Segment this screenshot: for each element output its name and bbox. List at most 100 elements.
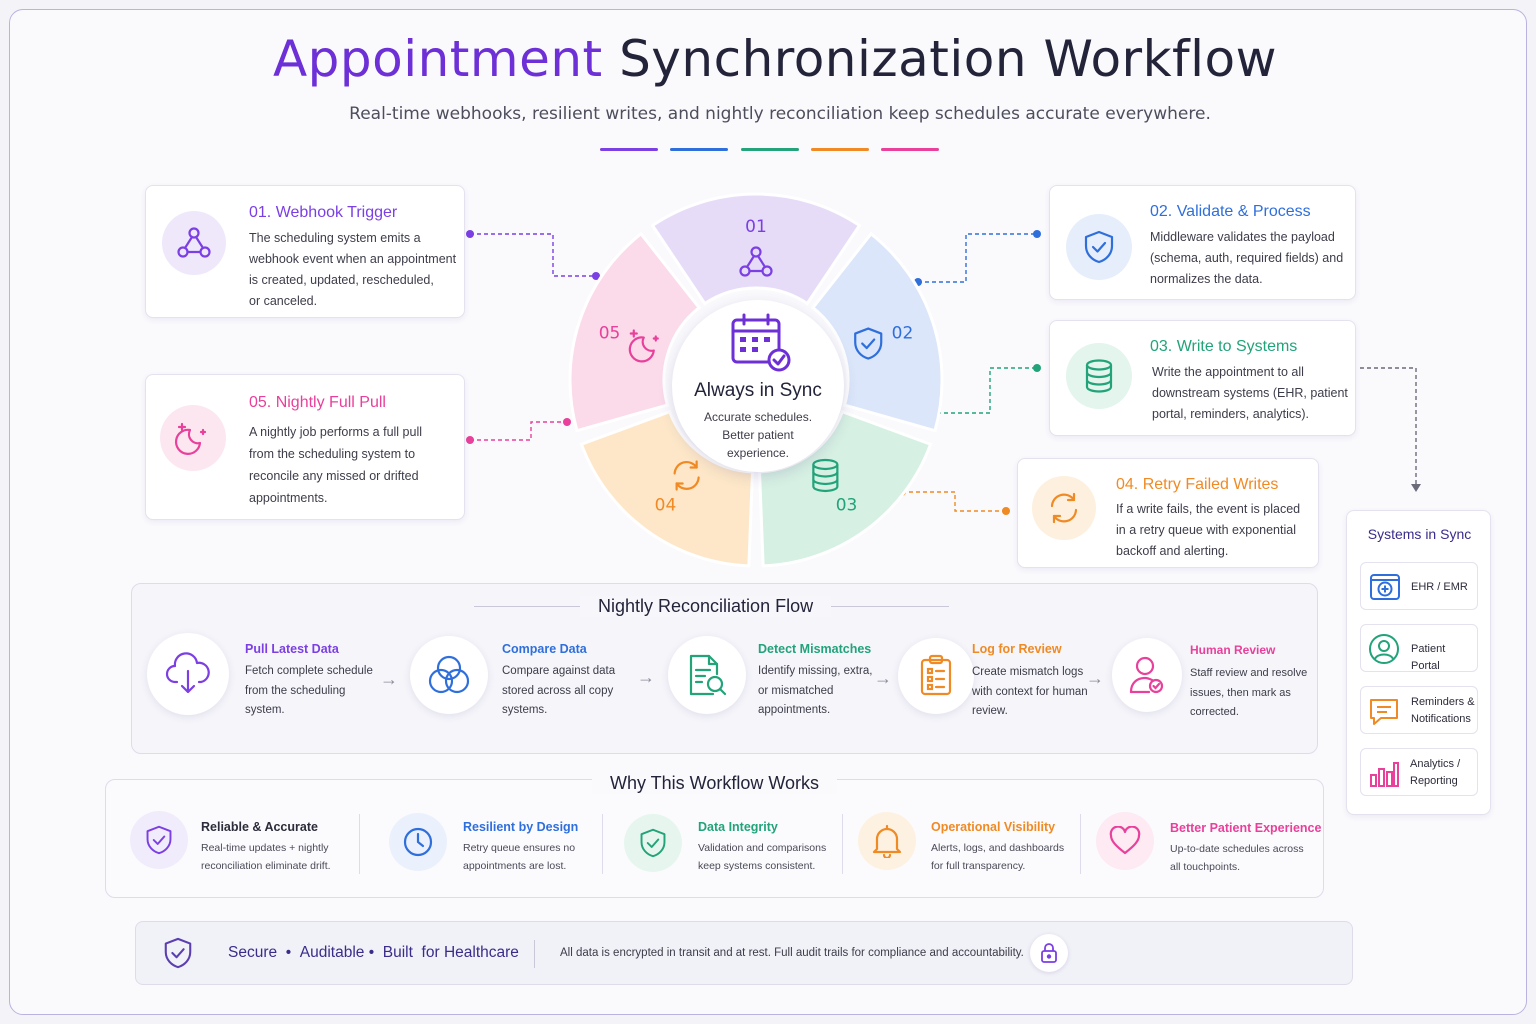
- why-item-title: Operational Visibility: [931, 820, 1056, 834]
- shield-check-icon: [1084, 230, 1114, 264]
- why-line: appointments are lost.: [463, 860, 567, 872]
- step-title: 03. Write to Systems: [1150, 338, 1298, 355]
- flow-icon-compare: [410, 636, 488, 714]
- why-line: reconciliation eliminate drift.: [201, 860, 331, 872]
- why-item-title: Better Patient Experience: [1170, 821, 1322, 835]
- step-icon-bg: [1066, 214, 1132, 280]
- why-icon-reliable: [130, 811, 188, 869]
- clock-icon: [403, 827, 433, 857]
- user-icon: [1369, 634, 1399, 664]
- chat-icon: [1370, 699, 1398, 725]
- flow-icon-review: [1112, 638, 1182, 712]
- refresh-icon: [1050, 492, 1078, 524]
- flow-line: or mismatched: [758, 684, 834, 697]
- flow-arrow: →: [874, 668, 892, 688]
- divider: [842, 814, 843, 874]
- flow-icon-log: [898, 638, 974, 714]
- step-line: normalizes the data.: [1150, 272, 1263, 286]
- flow-line: systems.: [502, 704, 548, 716]
- step-title: 04. Retry Failed Writes: [1116, 476, 1279, 493]
- step-line: reconcile any missed or drifted: [249, 469, 419, 483]
- moon-icon: [174, 422, 207, 455]
- flow-arrow: →: [637, 667, 655, 687]
- checklist-icon: [920, 654, 952, 696]
- step-line: Middleware validates the payload: [1150, 230, 1335, 244]
- step-line: or canceled.: [249, 294, 318, 308]
- tagline-part: Auditable: [299, 944, 365, 961]
- step-description: If a write fails, the event is placed in…: [1116, 499, 1300, 562]
- why-line: keep systems consistent.: [698, 860, 816, 872]
- flow-title: Compare Data: [502, 642, 587, 656]
- flow-title: Detect Mismatches: [758, 642, 872, 656]
- step-line: appointments.: [249, 491, 328, 505]
- document-search-icon: [689, 654, 727, 696]
- step-line: backoff and alerting.: [1116, 544, 1229, 558]
- system-label: Reminders & Notifications: [1411, 694, 1475, 728]
- step-line: A nightly job performs a full pull: [249, 425, 423, 439]
- step-line: downstream systems (EHR, patient: [1152, 386, 1348, 400]
- page-subtitle: Real-time webhooks, resilient writes, an…: [349, 104, 1211, 124]
- step-icon-bg: [160, 405, 226, 471]
- title-accent: Appointment: [272, 30, 603, 88]
- refresh-icon: [673, 460, 700, 491]
- tagline-part: Secure: [228, 944, 278, 961]
- flow-line: issues, then mark as: [1190, 686, 1291, 699]
- step-line: in a retry queue with exponential: [1116, 523, 1296, 537]
- system-ehr: EHR / EMR: [1360, 562, 1478, 610]
- shield-check-icon: [854, 327, 883, 360]
- step-description: Write the appointment to all downstream …: [1152, 362, 1348, 425]
- flow-line: Fetch complete schedule: [245, 665, 373, 677]
- system-label: Analytics / Reporting: [1410, 756, 1460, 790]
- flow-title: Pull Latest Data: [245, 642, 339, 656]
- reviewer-icon: [1129, 656, 1164, 694]
- step-card-retry: 04. Retry Failed Writes If a write fails…: [1017, 458, 1319, 568]
- center-hub: Always in Sync Accurate schedules. Bette…: [672, 300, 844, 472]
- step-title: 02. Validate & Process: [1150, 203, 1311, 220]
- ring-segment-number: 02: [892, 323, 914, 343]
- why-icon-resilient: [389, 813, 447, 871]
- page-title: Appointment Synchronization Workflow: [0, 30, 1536, 88]
- flow-line: corrected.: [1190, 706, 1239, 718]
- ring-segment-03: [757, 409, 933, 568]
- flow-line: from the scheduling: [245, 684, 346, 697]
- step-line: webhook event when an appointment: [249, 252, 457, 266]
- flow-description: Staff review and resolve issues, then ma…: [1190, 664, 1307, 723]
- step-title: 05. Nightly Full Pull: [249, 394, 386, 411]
- why-item-title: Reliable & Accurate: [201, 820, 318, 834]
- flow-line: Staff review and resolve: [1190, 667, 1308, 679]
- flow-line: with context for human: [972, 685, 1088, 698]
- system-label-line: Reminders &: [1411, 696, 1475, 708]
- webhook-icon: [739, 246, 773, 277]
- shield-check-icon: [164, 937, 192, 969]
- step-card-write: 03. Write to Systems Write the appointme…: [1049, 320, 1356, 436]
- flow-icon-detect: [668, 636, 746, 714]
- center-line: Accurate schedules.: [703, 410, 813, 424]
- ring-segment-01: [650, 192, 862, 306]
- moon-icon: [628, 329, 659, 363]
- venn-icon: [428, 655, 470, 694]
- flow-icon-pull: [147, 633, 229, 715]
- accent-bar: [741, 148, 799, 151]
- step-title: 01. Webhook Trigger: [249, 204, 398, 221]
- footer-note: All data is encrypted in transit and at …: [560, 947, 1024, 959]
- step-icon-bg: [1032, 476, 1096, 540]
- ring-segment-number: 04: [655, 496, 677, 516]
- bar-chart-icon: [1370, 762, 1399, 787]
- divider: [359, 814, 360, 874]
- accent-bar: [811, 148, 869, 151]
- step-line: If a write fails, the event is placed: [1116, 502, 1301, 516]
- system-label-line: Notifications: [1411, 713, 1471, 725]
- accent-bar: [670, 148, 728, 151]
- ring-segment-number: 01: [745, 217, 767, 237]
- why-item-title: Data Integrity: [698, 820, 778, 834]
- calendar-check-icon: [731, 313, 791, 372]
- flow-title: Log for Review: [972, 642, 1062, 656]
- flow-line: review.: [972, 705, 1008, 717]
- ehr-icon: [1370, 574, 1400, 600]
- step-card-nightly: 05. Nightly Full Pull A nightly job perf…: [145, 374, 465, 520]
- flow-title: Human Review: [1190, 643, 1276, 657]
- reconciliation-title: Nightly Reconciliation Flow: [580, 596, 832, 617]
- system-patient-portal: Patient Portal: [1360, 624, 1478, 672]
